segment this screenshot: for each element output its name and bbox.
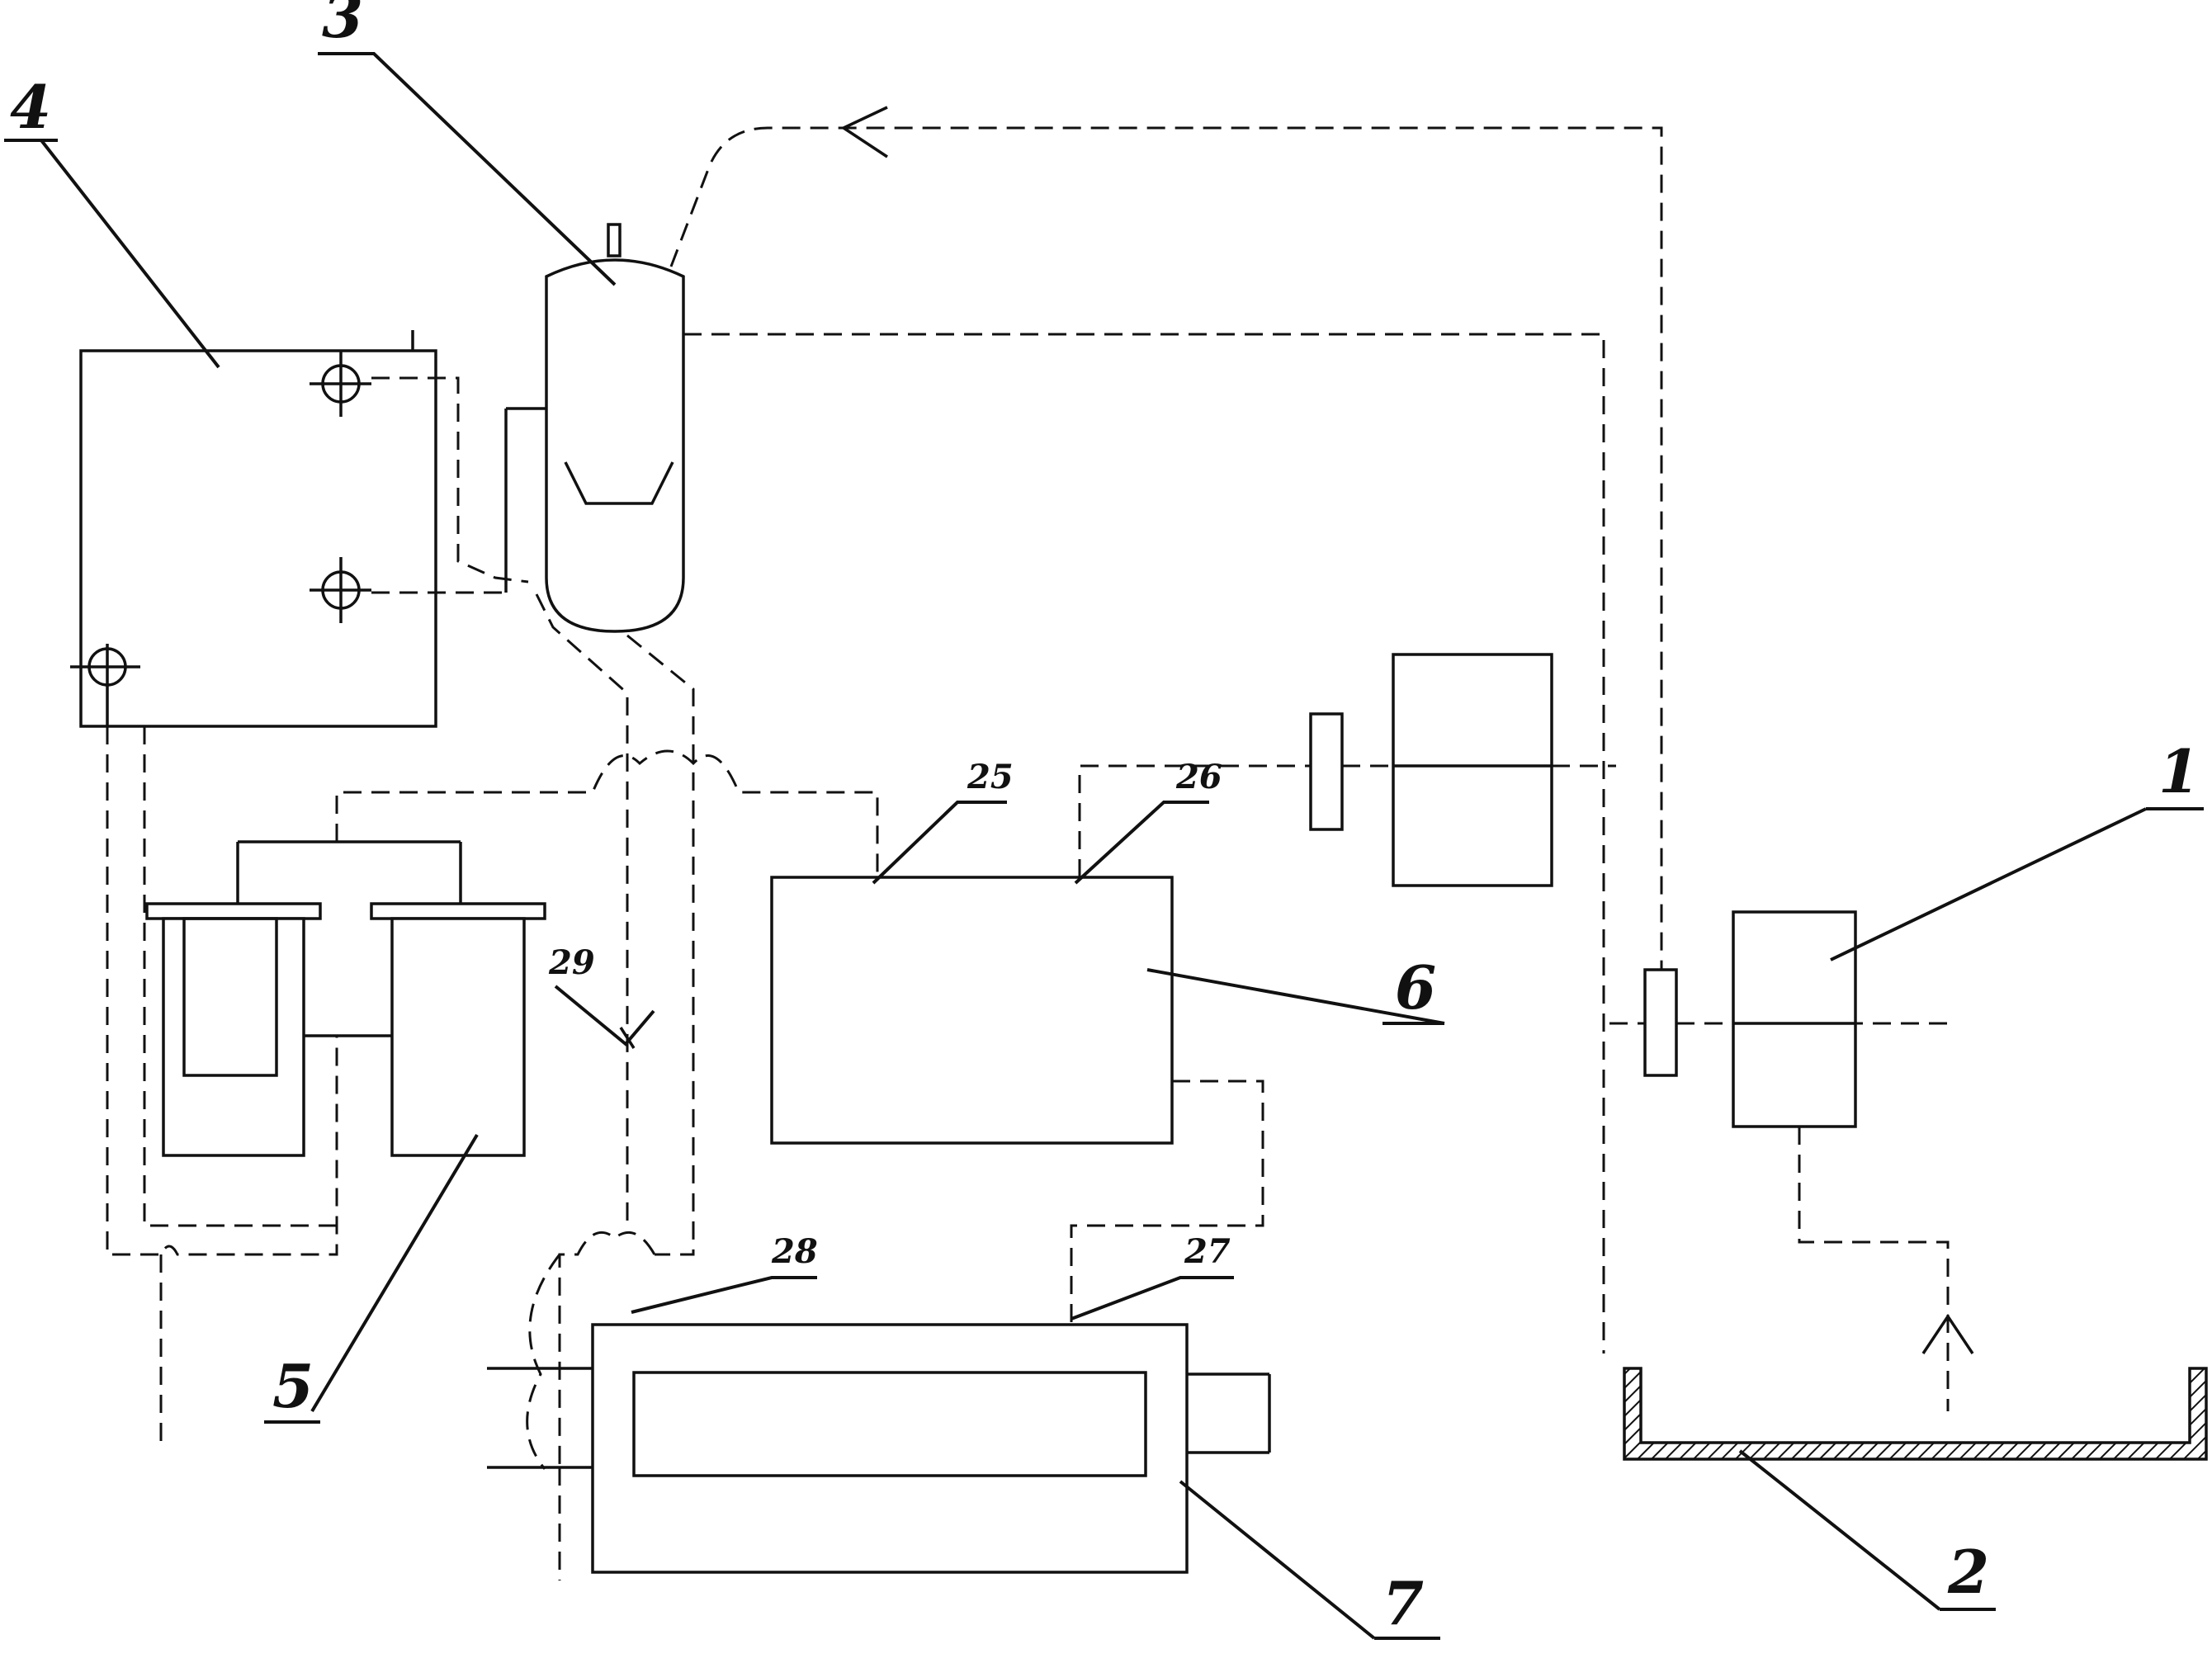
- port-circle-upper: [310, 351, 371, 417]
- component-4: [70, 330, 437, 728]
- leader-lines: [4, 52, 2204, 1640]
- label-26: 26: [1175, 758, 1222, 796]
- component-5-containers: [145, 840, 546, 1157]
- port-circle-middle: [310, 557, 371, 623]
- component-1-unit: [1643, 910, 1857, 1128]
- label-27: 27: [1184, 1232, 1231, 1271]
- label-4: 4: [10, 72, 51, 142]
- component-7-box: [487, 1323, 1271, 1574]
- label-29: 29: [548, 943, 595, 982]
- drive-unit-upper: [1309, 653, 1553, 887]
- labels: 4 3 1 2 5 6 7 25 26 27 28 29: [10, 0, 2200, 1638]
- label-5: 5: [272, 1351, 314, 1421]
- dashed-lines: [106, 126, 1950, 1580]
- component-3-vessel: [504, 223, 685, 633]
- label-28: 28: [771, 1232, 818, 1271]
- label-2: 2: [1947, 1537, 1989, 1607]
- label-3: 3: [322, 0, 363, 51]
- label-25: 25: [967, 758, 1014, 796]
- label-1: 1: [2158, 736, 2200, 806]
- port-circle-lower: [70, 644, 140, 726]
- label-7: 7: [1382, 1568, 1424, 1638]
- component-2-trough: [1623, 1367, 2208, 1461]
- centre-lines: [1393, 764, 1855, 1025]
- label-6: 6: [1395, 952, 1436, 1023]
- flow-arrows: [619, 106, 1974, 1354]
- component-6-box: [770, 876, 1174, 1145]
